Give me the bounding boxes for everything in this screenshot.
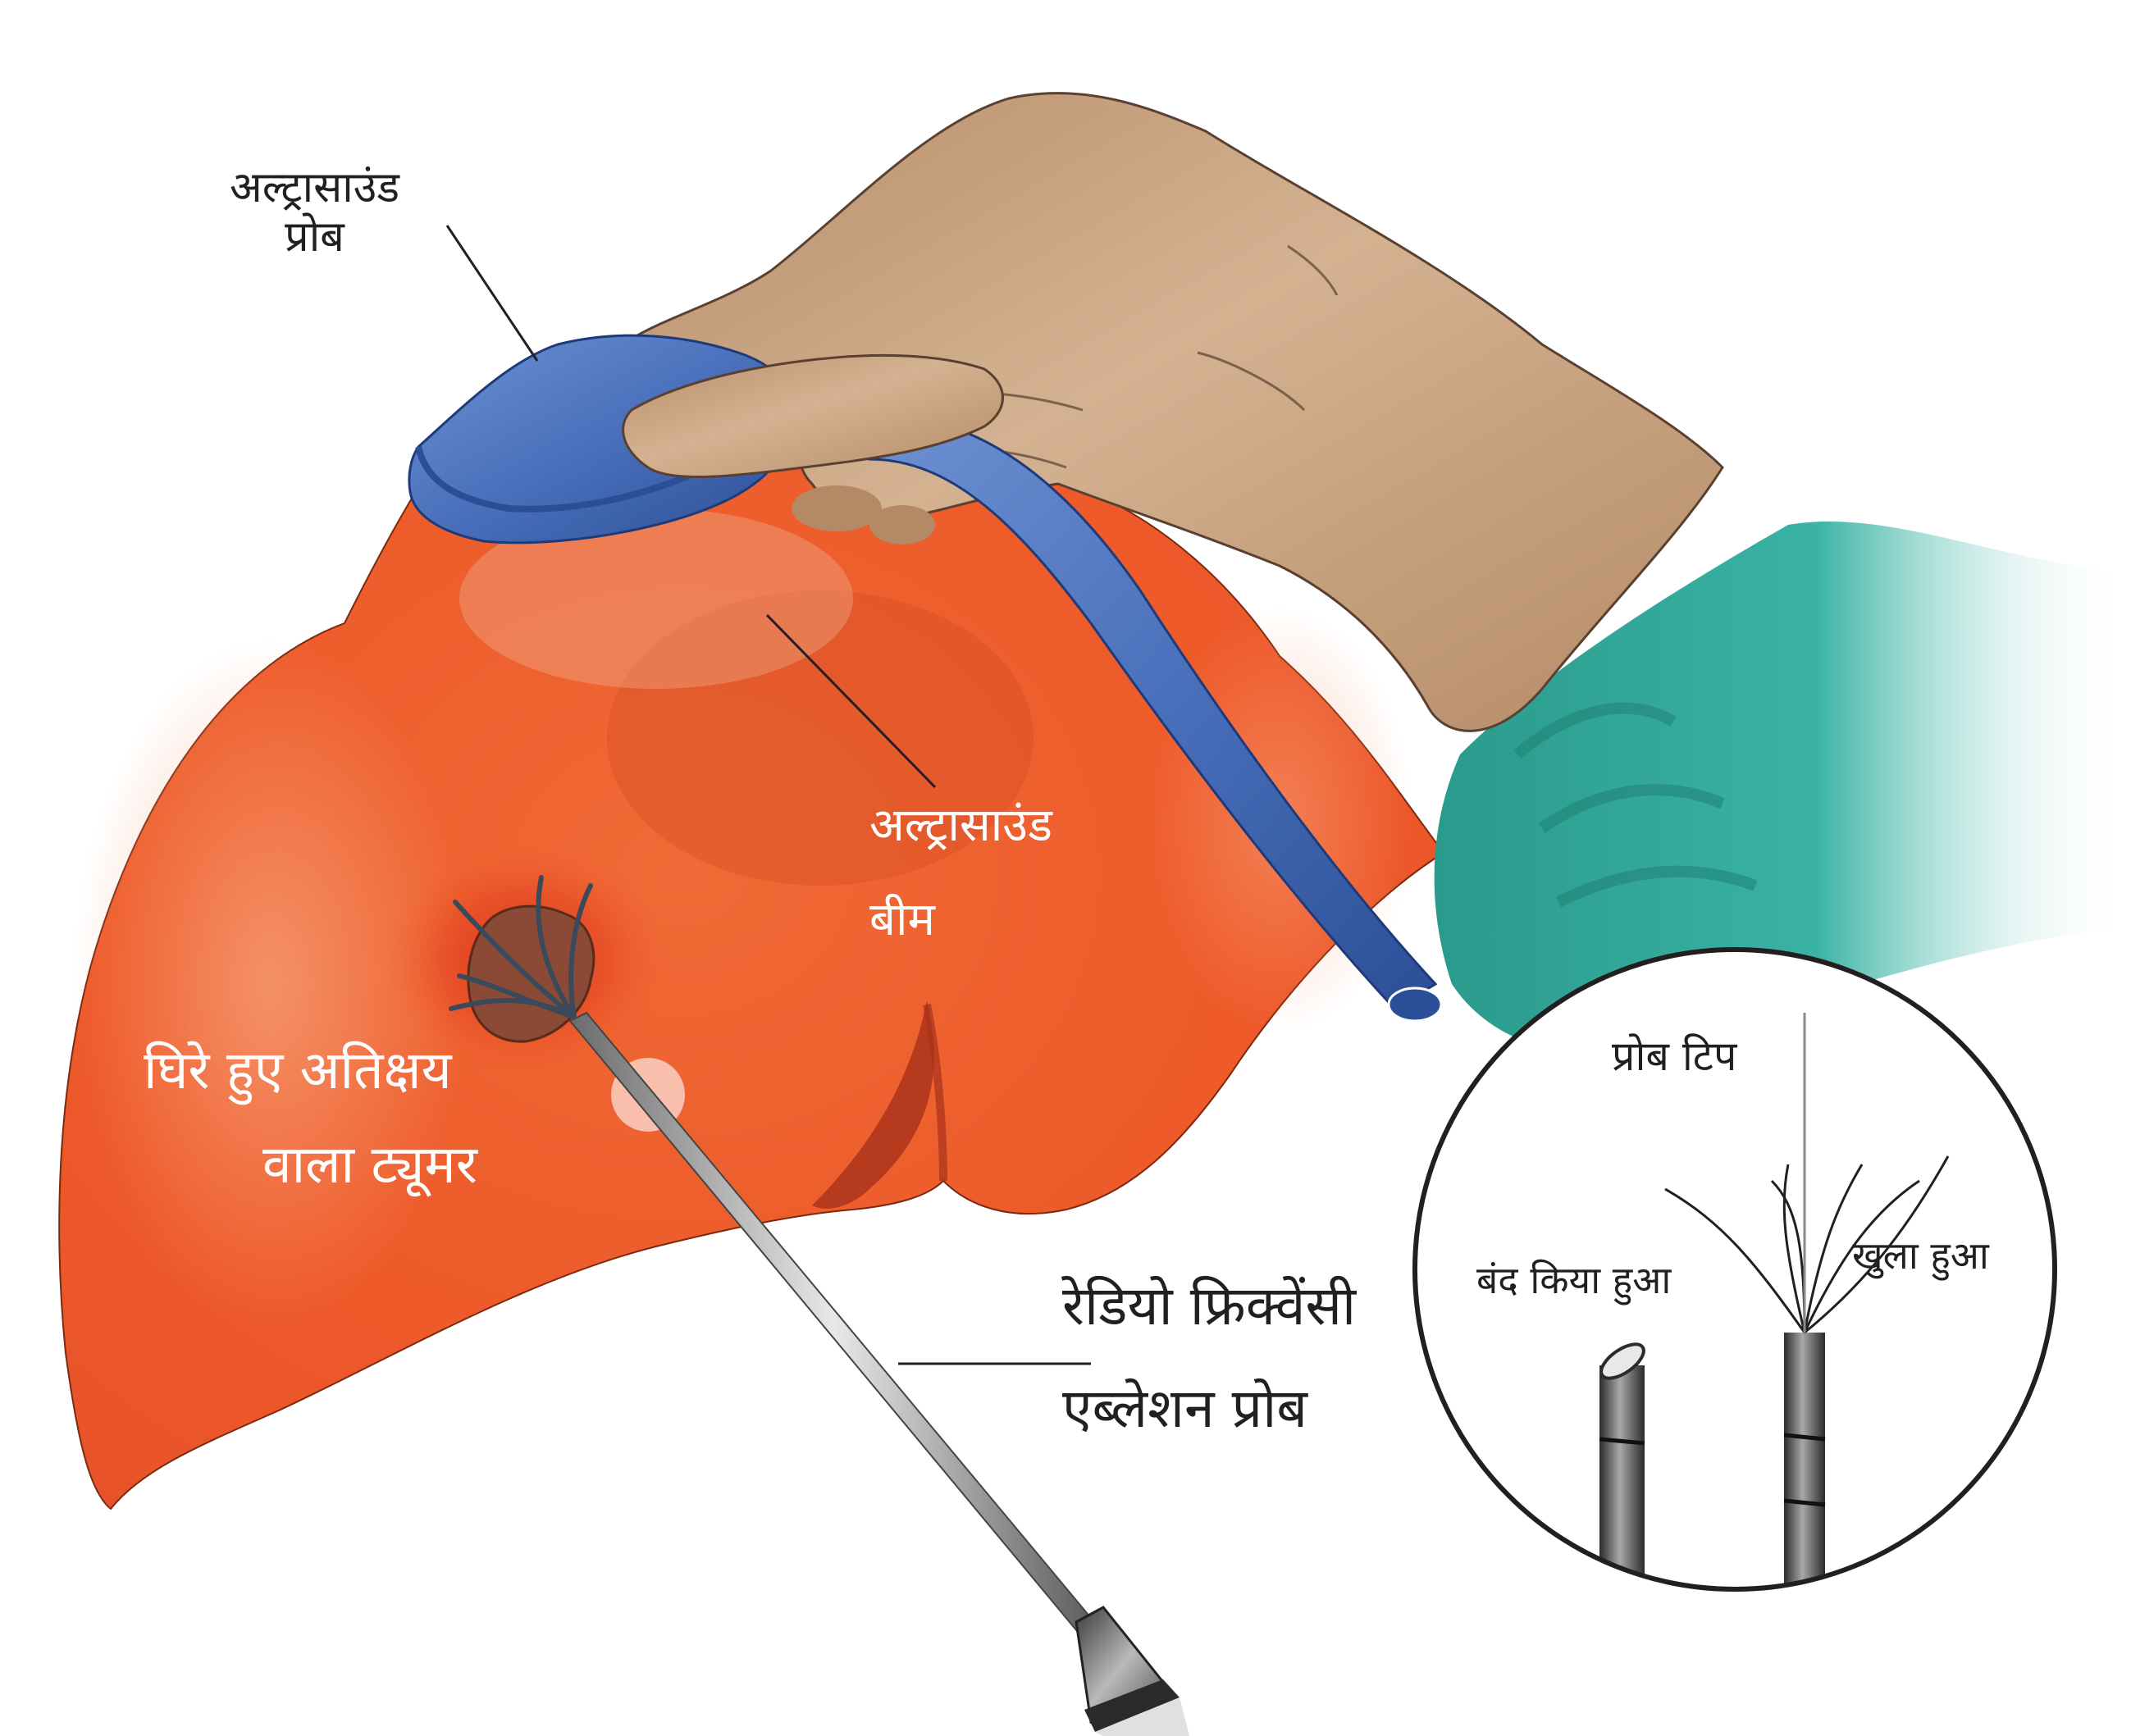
rfa-handle-band bbox=[1084, 1679, 1180, 1732]
label-ultrasound-probe: अल्ट्रासाउंड प्रोब bbox=[230, 163, 400, 262]
label-ultrasound-beam-line1: अल्ट्रासाउंड bbox=[869, 799, 1052, 852]
rfa-probe bbox=[568, 1011, 1189, 1736]
tumor bbox=[386, 845, 664, 1074]
leader-lines bbox=[445, 225, 1091, 1365]
rfa-handle-end bbox=[1095, 1697, 1189, 1736]
sleeve bbox=[1434, 521, 2131, 1058]
leader-us-beam bbox=[765, 613, 937, 789]
label-tumor-line2: वाला ट्यूमर bbox=[262, 1135, 477, 1196]
liver-fold-shadow bbox=[812, 1000, 934, 1209]
label-open: खुला हुआ bbox=[1852, 1233, 1989, 1278]
ultrasound-cable bbox=[868, 416, 1438, 1010]
label-ultrasound-beam-line2: बीम bbox=[869, 893, 935, 946]
probe-head-face bbox=[415, 446, 691, 513]
finger-shadow bbox=[792, 485, 882, 531]
open-needle bbox=[1664, 1013, 1950, 1589]
surgeon-arm bbox=[617, 92, 2131, 1058]
sleeve-folds bbox=[1513, 702, 1758, 908]
cable-end bbox=[1387, 986, 1443, 1023]
liver-center-shade bbox=[607, 590, 1034, 886]
leader-us-probe bbox=[445, 225, 539, 362]
label-ultrasound-probe-line2: प्रोब bbox=[285, 212, 345, 262]
inset-magnifier bbox=[1412, 947, 2057, 1592]
label-ultrasound-probe-line1: अल्ट्रासाउंड bbox=[230, 163, 400, 212]
label-probe-tip: प्रोब टिप bbox=[1612, 1032, 1737, 1080]
liver-highlight bbox=[74, 640, 468, 1328]
inset-background bbox=[1415, 950, 2055, 1589]
hand-thumb bbox=[622, 353, 1004, 479]
liver-fold-line bbox=[923, 1004, 947, 1182]
closed-needle bbox=[1599, 1342, 1645, 1589]
hand bbox=[617, 92, 1724, 732]
ultrasound-probe bbox=[408, 334, 1443, 1023]
inset-border bbox=[1412, 947, 2057, 1592]
label-tumor-line1: घिरे हुए अतिक्षय bbox=[144, 1041, 452, 1101]
finger-shadow-2 bbox=[869, 505, 935, 544]
beam-haze bbox=[459, 508, 853, 689]
label-rfa-probe-line1: रेडियो फ्रिक्वेंसी bbox=[1062, 1274, 1357, 1337]
label-closed: बंद किया हुआ bbox=[1476, 1258, 1672, 1302]
label-rfa-probe-line2: एब्लेशन प्रोब bbox=[1062, 1377, 1307, 1440]
tumor-tines bbox=[449, 875, 593, 1019]
